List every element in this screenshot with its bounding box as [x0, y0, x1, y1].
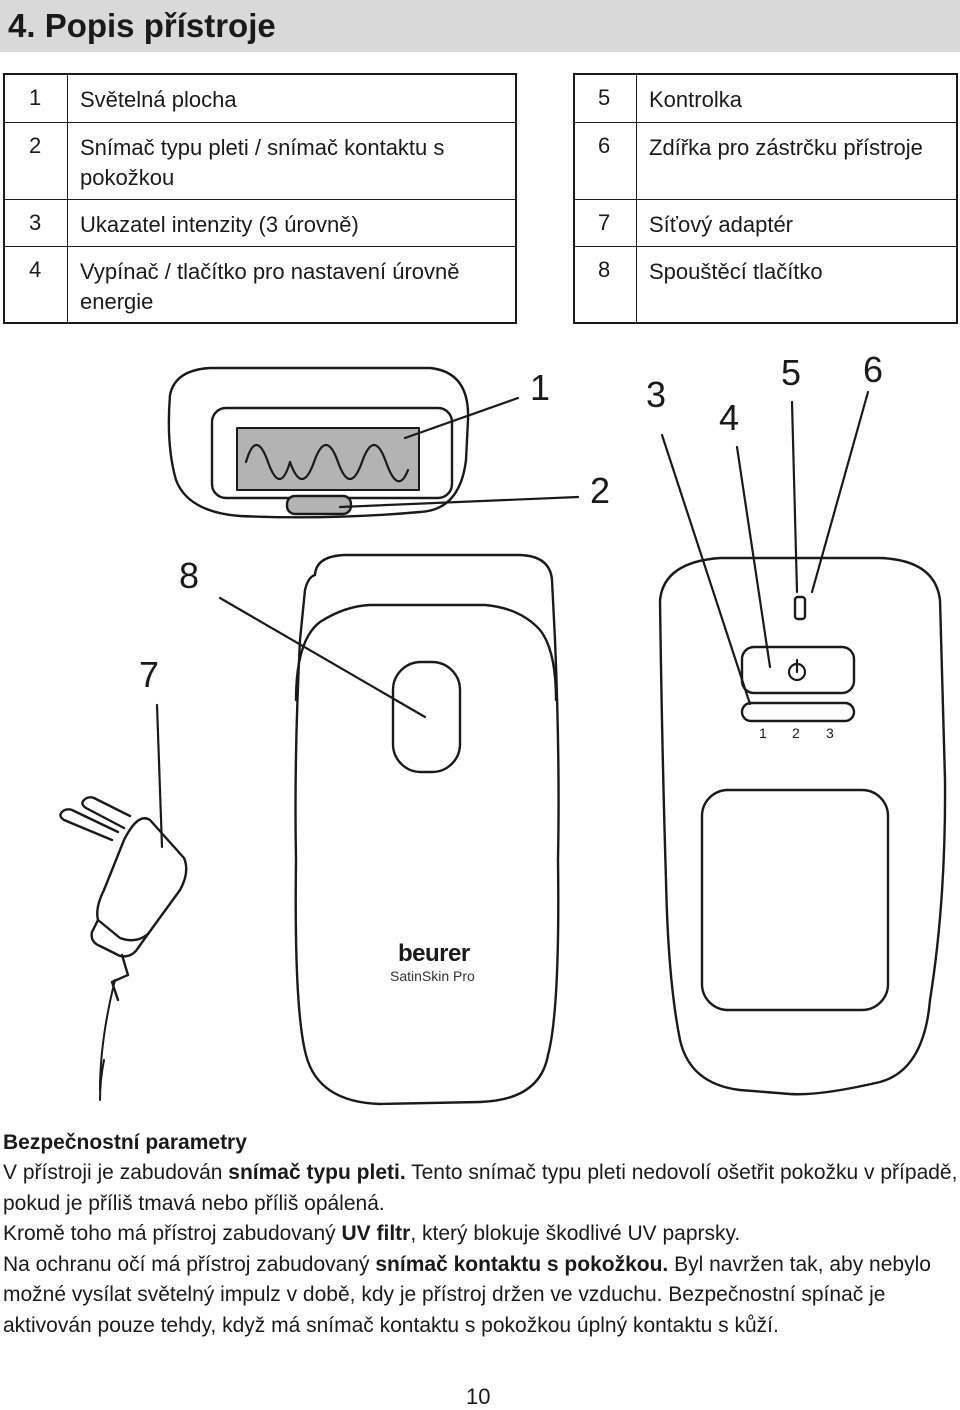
legend-row: 3 Ukazatel intenzity (3 úrovně) [5, 199, 515, 247]
safety-text-bold: UV filtr [341, 1222, 411, 1245]
legend-number: 2 [29, 133, 42, 158]
safety-paragraph: Kromě toho má přístroj zabudovaný UV fil… [3, 1219, 960, 1250]
safety-text: Kromě toho má přístroj zabudovaný [3, 1222, 342, 1245]
legend-table-right: 5 Kontrolka 6 Zdířka pro zástrčku přístr… [573, 73, 958, 324]
legend-number: 5 [598, 85, 611, 110]
legend-row: 4 Vypínač / tlačítko pro nastavení úrovn… [5, 246, 515, 323]
section-title: 4. Popis přístroje [8, 7, 276, 44]
legend-number: 6 [598, 133, 611, 158]
section-header: 4. Popis přístroje [0, 0, 960, 52]
safety-text: Na ochranu očí má přístroj zabudovaný [3, 1252, 376, 1276]
legend-text: Spouštěcí tlačítko [649, 259, 823, 284]
callout-5: 5 [781, 352, 802, 393]
page-number: 10 [466, 1384, 491, 1409]
legend-column-divider [636, 75, 637, 322]
light-window-detail [167, 366, 470, 519]
legend-number: 4 [29, 257, 42, 282]
callout-8: 8 [179, 555, 200, 596]
legend-row: 5 Kontrolka [575, 75, 956, 122]
legend-number: 1 [29, 85, 42, 110]
safety-heading: Bezpečnostní parametry [3, 1131, 247, 1154]
safety-text: , který blokuje škodlivé UV paprsky. [410, 1222, 741, 1245]
legend-row: 7 Síťový adaptér [575, 199, 956, 247]
brand-logo: beurer [398, 940, 470, 967]
brand-model: SatinSkin Pro [390, 968, 475, 984]
safety-text: V přístroji je zabudován [3, 1161, 229, 1184]
legend-row: 6 Zdířka pro zástrčku přístroje [575, 122, 956, 200]
legend-text: Zdířka pro zástrčku přístroje [649, 135, 923, 160]
legend-table-left: 1 Světelná plocha 2 Snímač typu pleti / … [3, 73, 517, 324]
legend-text: Síťový adaptér [649, 212, 793, 237]
legend-text: Kontrolka [649, 87, 742, 112]
callout-1: 1 [530, 367, 551, 408]
safety-section: Bezpečnostní parametry V přístroji je za… [3, 1128, 960, 1341]
legend-row: 8 Spouštěcí tlačítko [575, 246, 956, 323]
safety-text-bold: snímač typu pleti. [228, 1161, 406, 1184]
callout-6: 6 [863, 349, 884, 390]
power-adapter [59, 796, 188, 1101]
safety-text: Tento snímač typu pleti nedovolí ošetřit… [3, 1161, 958, 1215]
legend-text: Vypínač / tlačítko pro nastavení úrovně … [80, 259, 460, 314]
device-body-back [658, 556, 947, 1096]
intensity-level-3: 3 [826, 725, 834, 741]
legend-row: 1 Světelná plocha [5, 75, 515, 122]
intensity-level-1: 1 [759, 725, 767, 741]
device-body-front [294, 553, 560, 1106]
safety-text: Byl navržen tak, aby nebylo možné vysíla… [3, 1252, 931, 1337]
legend-text: Ukazatel intenzity (3 úrovně) [80, 212, 359, 237]
legend-number: 3 [29, 210, 42, 235]
legend-column-divider [67, 75, 68, 322]
device-illustration [59, 366, 947, 1106]
callout-2: 2 [590, 470, 611, 511]
callout-7: 7 [139, 654, 160, 695]
legend-number: 8 [598, 257, 611, 282]
callout-4: 4 [719, 397, 740, 438]
callout-3: 3 [646, 374, 667, 415]
legend-text: Světelná plocha [80, 87, 237, 112]
intensity-level-2: 2 [792, 725, 800, 741]
legend-text: Snímač typu pleti / snímač kontaktu s po… [80, 135, 445, 190]
legend-number: 7 [598, 210, 611, 235]
safety-paragraph: V přístroji je zabudován snímač typu ple… [3, 1158, 960, 1219]
legend-row: 2 Snímač typu pleti / snímač kontaktu s … [5, 122, 515, 200]
safety-text-bold: snímač kontaktu s pokožkou. [375, 1252, 669, 1276]
callout-leader-lines [155, 390, 870, 849]
safety-paragraph: Na ochranu očí má přístroj zabudovaný sn… [3, 1250, 960, 1342]
